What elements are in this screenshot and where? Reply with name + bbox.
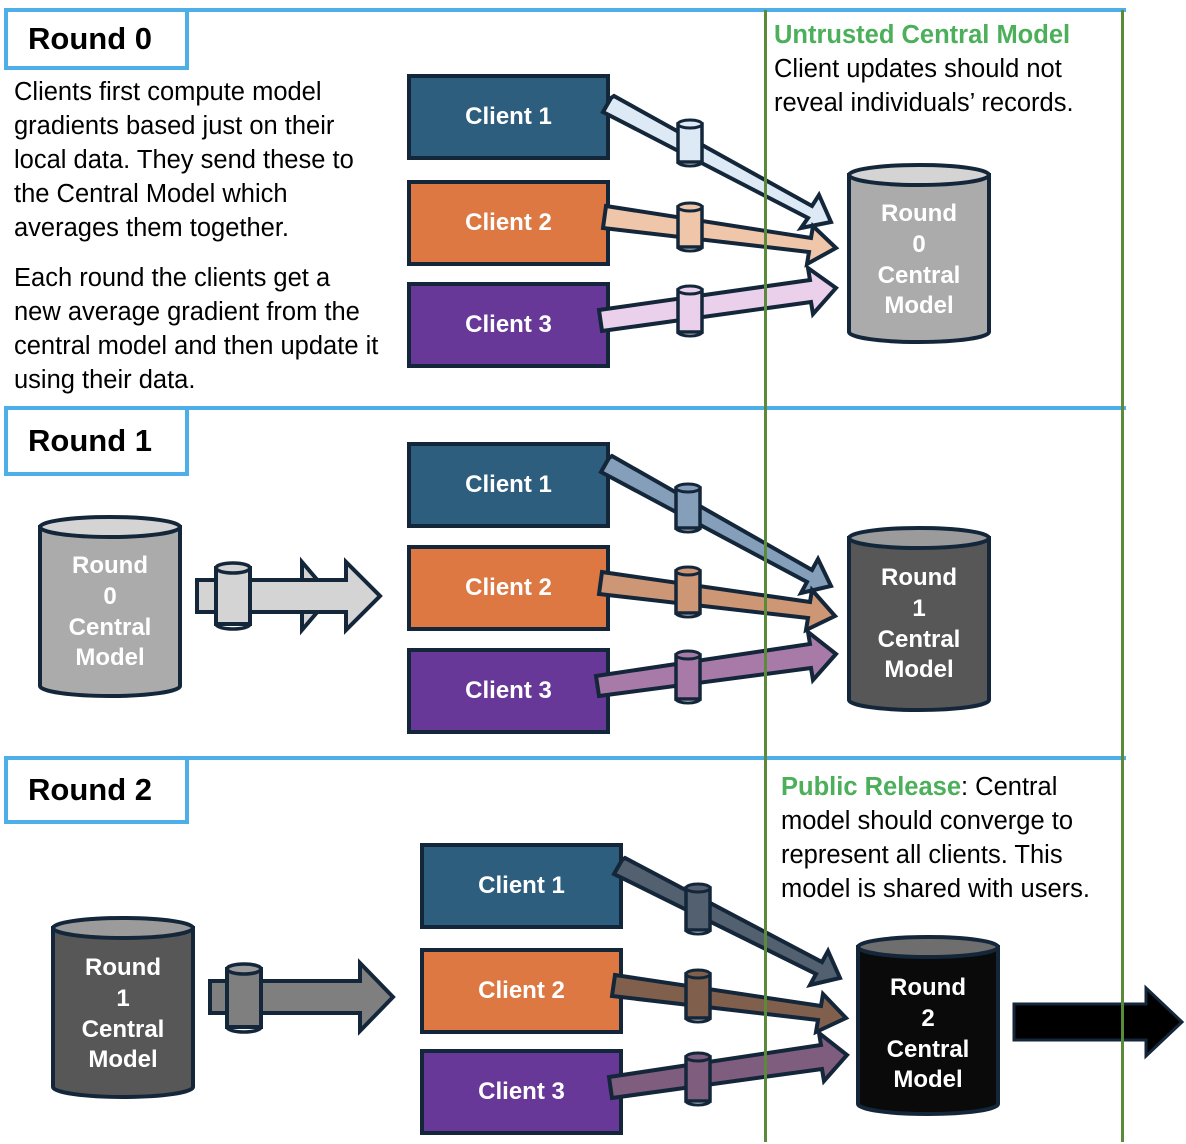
token-cylinder-icon bbox=[676, 201, 704, 253]
model-label-line-3: Central bbox=[878, 626, 961, 653]
token-cylinder-icon bbox=[674, 565, 702, 619]
arrow-shape bbox=[593, 627, 839, 699]
untrusted-boundary-right bbox=[1121, 10, 1124, 1142]
round-1-input-model-cylinder: Round 0 Central Model bbox=[38, 515, 182, 698]
round-1-arrow-client-1 bbox=[598, 453, 834, 596]
round-2-client-3: Client 3 bbox=[420, 1049, 623, 1135]
untrusted-title: Untrusted Central Model bbox=[774, 21, 1071, 49]
model-label-line-4: Model bbox=[75, 644, 144, 671]
round-0-client-2: Client 2 bbox=[407, 180, 610, 266]
round-1-distribute-arrow bbox=[195, 556, 383, 636]
token-cylinder-icon bbox=[684, 882, 712, 936]
model-label-line-1: Round bbox=[881, 564, 957, 591]
model-label-line-1: Round bbox=[72, 552, 148, 579]
token-cylinder-icon bbox=[225, 962, 263, 1034]
token-cylinder-icon bbox=[674, 649, 702, 705]
token-cylinder-icon bbox=[684, 1051, 712, 1107]
round-1-arrow-client-2 bbox=[596, 565, 839, 634]
model-label-line-4: Model bbox=[884, 656, 953, 683]
round-0-divider bbox=[4, 8, 1126, 12]
untrusted-boundary-left bbox=[764, 10, 767, 1142]
round-1-label: Round 1 bbox=[4, 410, 189, 476]
model-label-line-4: Model bbox=[88, 1046, 157, 1073]
token-cylinder-icon bbox=[676, 284, 704, 338]
description-paragraph-1: Clients first compute model gradients ba… bbox=[14, 78, 354, 242]
model-label-line-3: Central bbox=[887, 1036, 970, 1063]
arrow-shape bbox=[596, 569, 839, 634]
arrow-shape bbox=[598, 453, 834, 596]
round-0-description: Clients first compute model gradients ba… bbox=[14, 75, 379, 397]
round-2-client-1: Client 1 bbox=[420, 843, 623, 929]
round-2-distribute-arrow bbox=[208, 958, 396, 1036]
model-label-line-4: Model bbox=[893, 1066, 962, 1093]
round-2-arrow-client-3 bbox=[606, 1028, 850, 1107]
round-0-arrow-client-2 bbox=[600, 201, 840, 268]
public-line-3: model is shared with users. bbox=[781, 875, 1090, 903]
untrusted-line-2: reveal individuals’ records. bbox=[774, 89, 1074, 117]
model-label-line-3: Central bbox=[82, 1016, 165, 1043]
round-0-arrow-client-3 bbox=[596, 263, 839, 338]
public-line-2: represent all clients. This bbox=[781, 841, 1063, 869]
token-cylinder-icon bbox=[214, 561, 252, 631]
model-label-line-1: Round bbox=[881, 200, 957, 227]
round-2-label: Round 2 bbox=[4, 760, 189, 824]
description-paragraph-2: Each round the clients get a new average… bbox=[14, 264, 379, 394]
round-0-label: Round 0 bbox=[4, 12, 189, 70]
model-label-line-2: 0 bbox=[912, 231, 925, 258]
model-label-line-2: 0 bbox=[103, 583, 116, 610]
model-label-line-3: Central bbox=[69, 614, 152, 641]
round-2-arrow-client-1 bbox=[611, 855, 843, 988]
public-release-rest: : Central bbox=[961, 773, 1058, 801]
arrow-shape bbox=[596, 263, 839, 334]
public-line-0: Public Release: Central bbox=[781, 770, 1126, 804]
round-0-arrow-client-1 bbox=[600, 93, 834, 231]
arrow-shape bbox=[609, 972, 850, 1036]
public-release-note: Public Release: Central model should con… bbox=[781, 770, 1126, 906]
round-0-central-model-cylinder: Round 0 Central Model bbox=[847, 163, 991, 344]
round-2-divider bbox=[4, 756, 1126, 760]
public-release-title: Public Release bbox=[781, 773, 962, 801]
round-0-client-1: Client 1 bbox=[407, 74, 610, 160]
public-line-1: model should converge to bbox=[781, 807, 1074, 835]
token-cylinder-icon bbox=[676, 118, 704, 168]
model-label-line-2: 2 bbox=[921, 1005, 934, 1032]
token-cylinder-icon bbox=[674, 482, 702, 534]
model-label-line-2: 1 bbox=[912, 595, 925, 622]
round-1-divider bbox=[4, 406, 1126, 410]
round-1-central-model-cylinder: Round 1 Central Model bbox=[847, 526, 991, 712]
model-label-line-1: Round bbox=[890, 974, 966, 1001]
round-2-central-model-cylinder: Round 2 Central Model bbox=[856, 935, 1000, 1116]
public-release-arrow bbox=[1012, 984, 1185, 1060]
arrow-shape bbox=[606, 1028, 850, 1101]
round-1-client-3: Client 3 bbox=[407, 648, 610, 734]
round-0-client-3: Client 3 bbox=[407, 282, 610, 368]
model-label-line-4: Model bbox=[884, 292, 953, 319]
round-2-input-model-cylinder: Round 1 Central Model bbox=[51, 916, 195, 1099]
round-2-client-2: Client 2 bbox=[420, 948, 623, 1034]
arrow-shape bbox=[600, 203, 840, 268]
model-label-line-1: Round bbox=[85, 954, 161, 981]
round-2-arrow-client-2 bbox=[609, 968, 850, 1036]
round-1-client-2: Client 2 bbox=[407, 545, 610, 631]
untrusted-central-model-note: Untrusted Central Model Client updates s… bbox=[774, 18, 1119, 120]
round-1-arrow-client-3 bbox=[593, 627, 839, 705]
untrusted-line-1: Client updates should not bbox=[774, 55, 1062, 83]
token-cylinder-icon bbox=[684, 968, 712, 1024]
model-label-line-3: Central bbox=[878, 262, 961, 289]
model-label-line-2: 1 bbox=[116, 985, 129, 1012]
round-1-client-1: Client 1 bbox=[407, 442, 610, 528]
